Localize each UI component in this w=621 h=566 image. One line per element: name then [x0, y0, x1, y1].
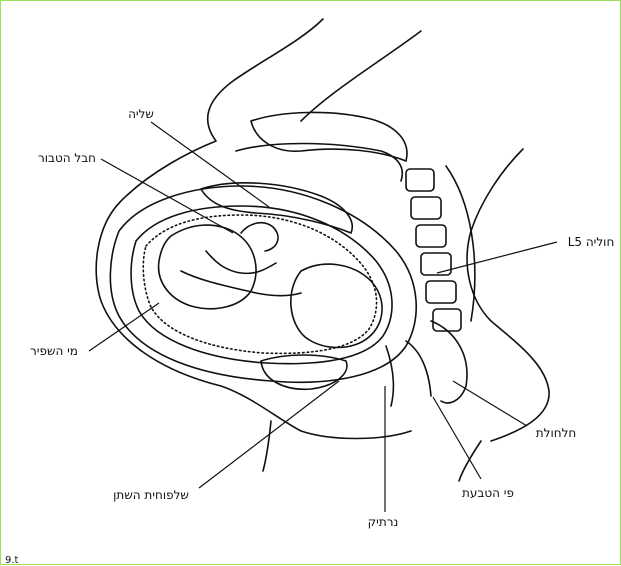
uterus-wall — [109, 185, 418, 384]
thigh-line — [262, 420, 272, 472]
label-amniotic-fluid: מי השפיר — [30, 344, 78, 358]
spine — [405, 165, 476, 332]
upper-skin-line — [300, 30, 422, 122]
label-cervix: פי הטבעת — [462, 486, 514, 500]
leg-line — [458, 440, 482, 482]
uterus-inner-wall — [130, 205, 393, 365]
fetus-leg — [180, 270, 302, 297]
label-rectum: חלחולת — [536, 426, 576, 440]
vagina-shape — [385, 345, 395, 407]
bladder-shape — [260, 354, 348, 391]
fetus-arm — [205, 250, 277, 275]
leader-amniotic-fluid — [88, 302, 160, 352]
leader-placenta — [150, 121, 270, 208]
abdominal-muscle — [235, 142, 403, 182]
umbilical-cord-shape — [240, 221, 279, 252]
label-vagina: נרתיק — [368, 515, 399, 529]
fetus-head — [290, 263, 383, 349]
pubic-bone — [250, 111, 408, 162]
corner-mark: 9.t — [5, 555, 19, 566]
cervix-shape — [405, 340, 432, 397]
leader-cervix — [432, 396, 482, 480]
rectum-shape — [430, 320, 468, 404]
body-outline — [95, 18, 412, 440]
leader-vertebra — [436, 241, 558, 274]
placenta-shape — [200, 182, 353, 234]
label-placenta: שליה — [128, 107, 154, 121]
back-outline — [466, 148, 550, 442]
amniotic-sac — [142, 214, 378, 355]
label-vertebra: חוליה L5 — [568, 235, 615, 249]
leader-rectum — [452, 380, 528, 427]
label-umbilical-cord: חבל הטבור — [38, 151, 96, 165]
leader-bladder — [198, 380, 340, 489]
label-bladder: שלפוחית השתן — [113, 488, 189, 502]
fetus-body — [157, 224, 257, 310]
leader-umbilical-cord — [100, 158, 234, 234]
